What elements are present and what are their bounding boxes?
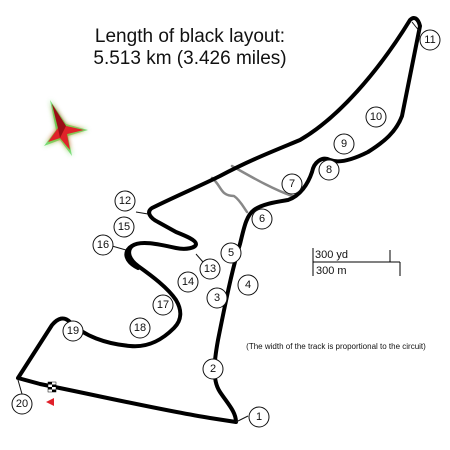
turn-1: 1 <box>248 406 270 428</box>
turn-2: 2 <box>202 358 224 380</box>
turn-15: 15 <box>113 216 135 238</box>
turn-20: 20 <box>11 393 33 415</box>
svg-text:8: 8 <box>326 164 332 176</box>
turn-19: 19 <box>62 320 84 342</box>
svg-text:17: 17 <box>157 299 169 311</box>
svg-text:12: 12 <box>119 195 131 207</box>
svg-text:14: 14 <box>182 276 194 288</box>
turn-10: 10 <box>365 106 387 128</box>
svg-text:6: 6 <box>259 213 265 225</box>
turn-7: 7 <box>281 173 303 195</box>
svg-text:13: 13 <box>204 263 216 275</box>
svg-text:3: 3 <box>214 292 220 304</box>
svg-text:7: 7 <box>289 178 295 190</box>
svg-text:10: 10 <box>370 111 382 123</box>
svg-text:19: 19 <box>67 325 79 337</box>
turn-markers: 1 2 3 4 5 6 7 8 9 10 11 12 13 14 15 16 1… <box>11 21 441 428</box>
race-track <box>16 16 422 424</box>
svg-text:2: 2 <box>210 363 216 375</box>
scale-meters-label: 300 m <box>316 265 347 277</box>
scale-bar: 300 yd 300 m <box>312 248 401 277</box>
turn-3: 3 <box>206 287 228 309</box>
svg-text:1: 1 <box>256 411 262 423</box>
turn-13: 13 <box>199 258 221 280</box>
svg-text:16: 16 <box>97 239 109 251</box>
turn-5: 5 <box>220 242 242 264</box>
svg-text:20: 20 <box>16 398 28 410</box>
turn-14: 14 <box>177 271 199 293</box>
turn-11: 11 <box>419 29 441 51</box>
svg-text:18: 18 <box>134 322 146 334</box>
svg-text:4: 4 <box>245 279 251 291</box>
turn-18: 18 <box>129 317 151 339</box>
turn-12: 12 <box>114 190 136 212</box>
turn-4: 4 <box>237 274 259 296</box>
turn-9: 9 <box>333 133 355 155</box>
turn-6: 6 <box>251 208 273 230</box>
svg-text:5: 5 <box>228 247 234 259</box>
svg-text:11: 11 <box>424 34 435 46</box>
layout-length-value: 5.513 km (3.426 miles) <box>93 48 286 69</box>
turn-16: 16 <box>92 234 114 256</box>
layout-length-title: Length of black layout: <box>95 26 285 47</box>
svg-text:15: 15 <box>118 221 130 233</box>
north-arrow-icon <box>44 100 88 156</box>
start-finish-line-icon <box>46 381 57 406</box>
turn-17: 17 <box>152 294 174 316</box>
turn-8: 8 <box>318 159 340 181</box>
scale-yards-label: 300 yd <box>315 249 348 261</box>
svg-text:9: 9 <box>341 138 347 150</box>
track-hairpin-section <box>124 244 140 270</box>
track-width-note: (The width of the track is proportional … <box>246 342 426 351</box>
